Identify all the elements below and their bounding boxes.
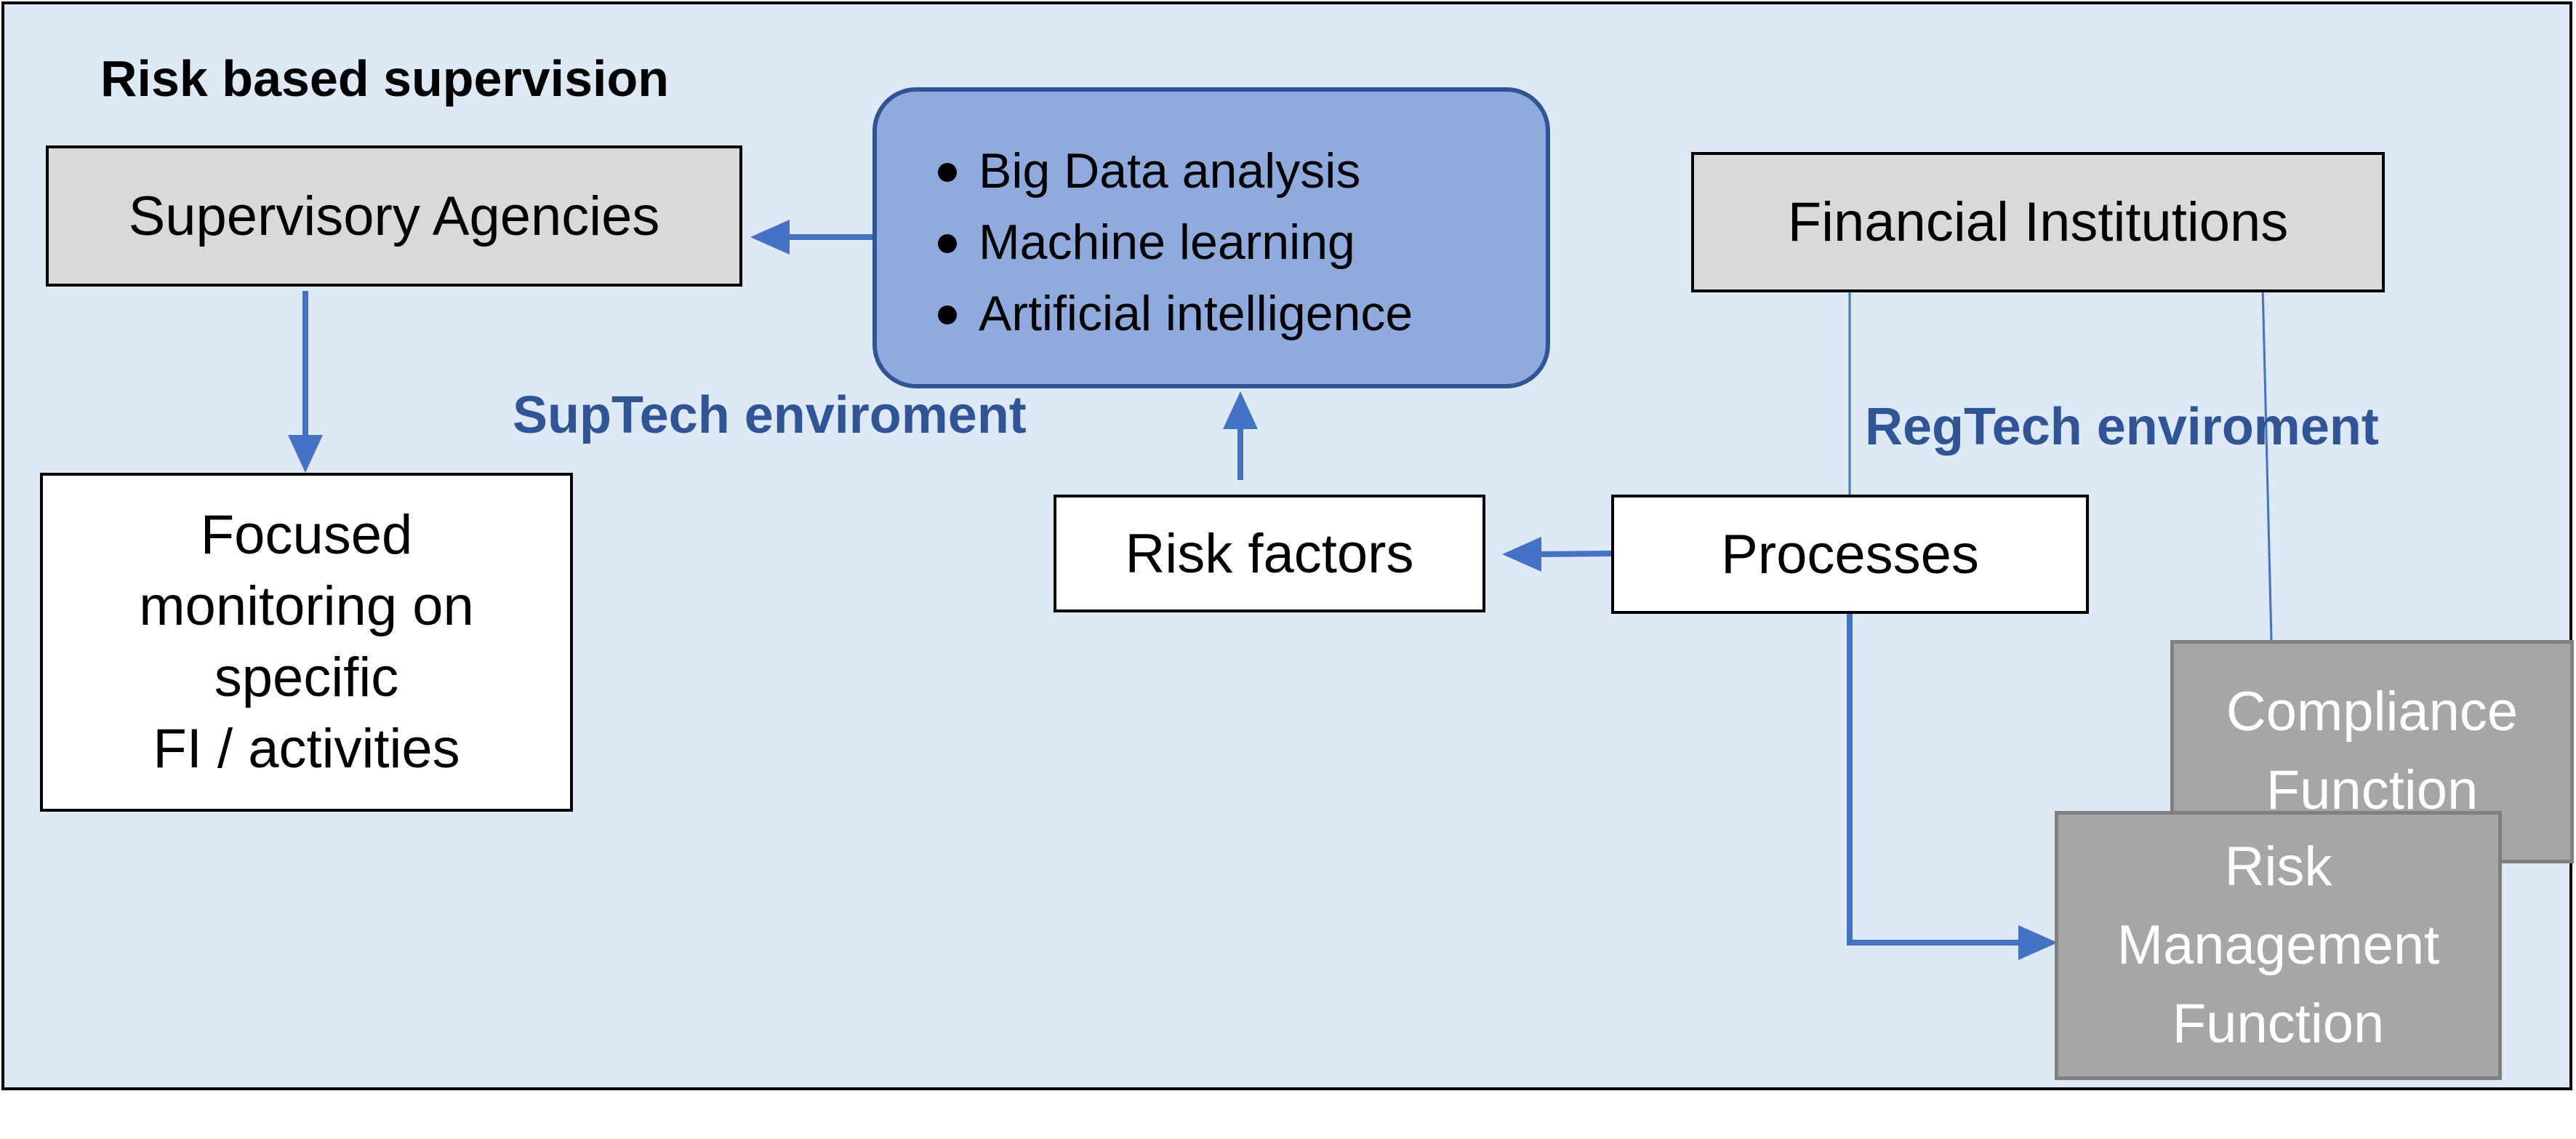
arrow-processes-to-riskfactors: [1539, 551, 1612, 557]
arrowhead-riskfactors: [1502, 537, 1541, 572]
analytics-item-big-data: Big Data analysis: [938, 135, 1413, 207]
processes-label: Processes: [1721, 523, 1979, 586]
focused-monitoring-line-1: Focused: [200, 504, 413, 566]
financial-institutions-label: Financial Institutions: [1787, 191, 2289, 253]
focused-monitoring-line-4: FI / activities: [153, 718, 460, 780]
arrow-processes-to-riskmgmt: [1847, 614, 2023, 946]
processes-box: Processes: [1611, 495, 2089, 614]
risk-management-function-box: Risk Management Function: [2055, 811, 2502, 1080]
focused-monitoring-line-3: specific: [214, 647, 399, 708]
focused-monitoring-box: Focused monitoring on specific FI / acti…: [40, 473, 573, 812]
compliance-line-1: Compliance: [2226, 681, 2519, 743]
analytics-item-machine-learning: Machine learning: [938, 207, 1413, 278]
risk-factors-label: Risk factors: [1125, 522, 1414, 585]
financial-institutions-box: Financial Institutions: [1691, 152, 2385, 292]
analytics-list: Big Data analysis Machine learning Artif…: [938, 135, 1413, 349]
analytics-item-ai: Artificial intelligence: [938, 278, 1413, 349]
supervisory-agencies-label: Supervisory Agencies: [128, 185, 660, 247]
risk-management-line-3: Function: [2172, 993, 2385, 1055]
line-fi-to-compliance: [2261, 284, 2273, 641]
regtech-label: RegTech enviroment: [1865, 398, 2379, 456]
risk-management-line-2: Management: [2116, 914, 2440, 976]
compliance-line-2: Function: [2266, 759, 2479, 821]
risk-factors-box: Risk factors: [1054, 495, 1485, 612]
arrowhead-monitoring: [288, 435, 323, 473]
suptech-label: SupTech enviroment: [513, 386, 1027, 444]
arrowhead-riskmgmt: [2018, 925, 2058, 960]
arrowhead-agencies: [750, 220, 790, 255]
arrowhead-analytics: [1223, 391, 1258, 429]
diagram-title: Risk based supervision: [100, 50, 669, 107]
focused-monitoring-line-2: monitoring on: [139, 575, 474, 637]
supervisory-agencies-box: Supervisory Agencies: [46, 145, 742, 287]
risk-management-line-1: Risk: [2224, 836, 2332, 898]
analytics-box: Big Data analysis Machine learning Artif…: [872, 87, 1550, 388]
